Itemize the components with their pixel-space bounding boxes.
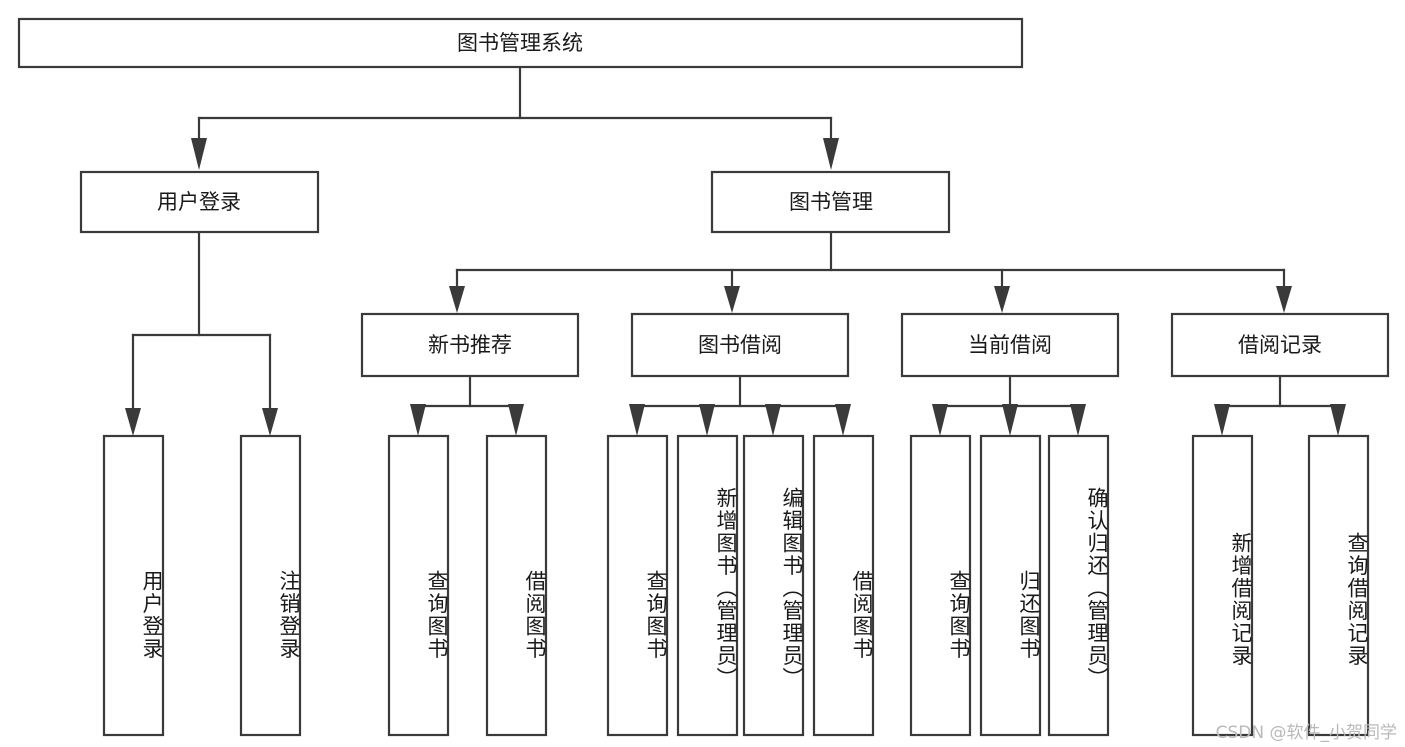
arrow-head-icon: [1330, 404, 1346, 436]
node-root-box[interactable]: [17, 17, 1024, 69]
arrow-head-icon: [508, 404, 524, 436]
leaf-box-query-book-1[interactable]: [387, 434, 450, 737]
leaf-label-query-book-1: 查询图书: [425, 570, 449, 660]
arrow-head-icon: [823, 138, 839, 170]
leaf-label-query-book-2: 查询图书: [644, 570, 668, 660]
arrow-head-icon: [724, 286, 740, 313]
leaf-label-edit-book: 编辑图书（管理员）: [780, 486, 804, 690]
arrow-head-icon: [835, 404, 851, 436]
leaf-box-return-book[interactable]: [979, 434, 1042, 737]
arrow-head-icon: [629, 404, 645, 436]
node-book-borrow-label: 图书借阅: [698, 333, 782, 357]
leaf-box-query-book-2[interactable]: [606, 434, 669, 737]
node-current-borrow[interactable]: 当前借阅: [900, 312, 1120, 378]
arrow-head-icon: [262, 408, 278, 436]
connector-userlogin-to-leaves: [125, 231, 278, 436]
node-borrow-record-box[interactable]: [1170, 312, 1390, 378]
arrow-head-icon: [1276, 286, 1292, 313]
connector-current-to-leaves: [932, 375, 1086, 436]
node-borrow-record-label: 借阅记录: [1238, 333, 1322, 357]
node-book-management[interactable]: 图书管理: [710, 170, 951, 234]
watermark-text: CSDN @软件_小贺同学: [1215, 723, 1397, 743]
node-user-login-box[interactable]: [79, 170, 320, 234]
arrow-head-icon: [1002, 404, 1018, 436]
connector-root-to-level1: [191, 65, 839, 170]
node-current-borrow-box[interactable]: [900, 312, 1120, 378]
arrow-head-icon: [1070, 404, 1086, 436]
leaf-label-logout: 注销登录: [277, 570, 301, 660]
node-book-borrow[interactable]: 图书借阅: [630, 312, 850, 378]
node-book-management-box[interactable]: [710, 170, 951, 234]
connector-record-to-leaves: [1214, 375, 1346, 436]
node-book-borrow-box[interactable]: [630, 312, 850, 378]
node-new-book-recommend[interactable]: 新书推荐: [360, 312, 580, 378]
node-borrow-record[interactable]: 借阅记录: [1170, 312, 1390, 378]
node-user-login[interactable]: 用户登录: [79, 170, 320, 234]
arrow-head-icon: [765, 404, 781, 436]
leaf-box-confirm-return[interactable]: [1047, 434, 1110, 737]
arrow-head-icon: [449, 286, 465, 313]
connector-borrow-to-leaves: [629, 375, 851, 436]
arrow-head-icon: [191, 138, 207, 170]
node-new-book-recommend-label: 新书推荐: [428, 333, 512, 357]
node-root[interactable]: 图书管理系统: [17, 17, 1024, 69]
node-user-login-label: 用户登录: [157, 190, 241, 214]
leaf-box-query-book-3[interactable]: [909, 434, 972, 737]
connector-bookmgmt-to-level2: [449, 231, 1292, 313]
leaf-label-borrow-book-2: 借阅图书: [850, 570, 874, 660]
leaf-label-add-book: 新增图书（管理员）: [714, 486, 738, 690]
leaf-label-add-record: 新增借阅记录: [1229, 531, 1253, 667]
connector-recommend-to-leaves: [410, 375, 524, 436]
arrow-head-icon: [1214, 404, 1230, 436]
leaf-label-confirm-return: 确认归还（管理员）: [1085, 486, 1109, 690]
node-new-book-recommend-box[interactable]: [360, 312, 580, 378]
arrow-head-icon: [410, 404, 426, 436]
leaf-box-borrow-book-1[interactable]: [485, 434, 548, 737]
leaf-label-borrow-book-1: 借阅图书: [523, 570, 547, 660]
leaf-box-user-login[interactable]: [102, 434, 165, 737]
arrow-head-icon: [125, 408, 141, 436]
leaf-box-edit-book[interactable]: [742, 434, 805, 737]
leaf-label-return-book: 归还图书: [1017, 570, 1041, 660]
node-book-management-label: 图书管理: [789, 190, 873, 214]
leaf-label-query-record: 查询借阅记录: [1345, 531, 1369, 667]
arrow-head-icon: [994, 286, 1010, 313]
leaf-label-query-book-3: 查询图书: [947, 570, 971, 660]
arrow-head-icon: [932, 404, 948, 436]
leaf-label-user-login: 用户登录: [140, 570, 164, 660]
leaf-box-add-record[interactable]: [1191, 434, 1254, 737]
leaf-box-borrow-book-2[interactable]: [812, 434, 875, 737]
leaf-box-add-book[interactable]: [676, 434, 739, 737]
node-current-borrow-label: 当前借阅: [968, 333, 1052, 357]
arrow-head-icon: [699, 404, 715, 436]
leaf-box-query-record[interactable]: [1307, 434, 1370, 737]
node-root-label: 图书管理系统: [457, 31, 583, 55]
leaf-box-logout[interactable]: [239, 434, 302, 737]
